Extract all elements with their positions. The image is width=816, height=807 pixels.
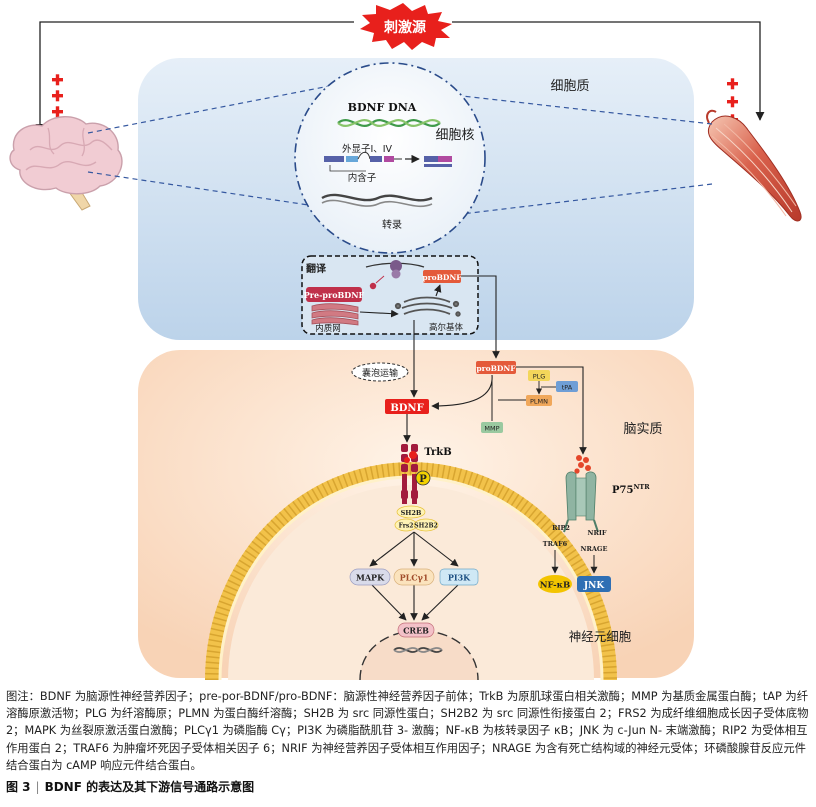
er-label: 内质网 xyxy=(315,323,341,334)
bdnf-ligand-dot xyxy=(409,451,417,459)
trkb-receptor-icon xyxy=(401,444,418,504)
intron-label: 内含子 xyxy=(348,172,377,184)
arrow-er-to-golgi xyxy=(359,309,399,318)
stimulus-burst-icon xyxy=(360,3,452,50)
trkb-label: TrkB xyxy=(424,447,451,458)
traf6-label: TRAF6 xyxy=(543,540,568,548)
creb-box xyxy=(397,622,435,638)
cytoplasm-label: 细胞质 xyxy=(550,79,589,94)
er-icon xyxy=(311,303,359,326)
golgi-icon xyxy=(394,296,461,317)
phosphate-label: P xyxy=(419,474,427,485)
neuron-dna-icon xyxy=(393,647,443,653)
mmp-label: MMP xyxy=(484,425,499,433)
plmn-label: PLMN xyxy=(530,398,548,406)
phosphate-circle xyxy=(415,470,431,486)
dna-helix-icon xyxy=(337,119,441,127)
p75-name: P75 xyxy=(612,485,633,496)
sh2b2-label: SH2B2 xyxy=(414,523,437,530)
nrage-label: NRAGE xyxy=(581,545,608,553)
figure-title-text: BDNF 的表达及其下游信号通路示意图 xyxy=(44,780,255,794)
p75-superscript: NTR xyxy=(633,483,650,491)
nrif-label: NRIF xyxy=(588,529,607,537)
mapk-box xyxy=(349,568,391,586)
bdnf-box xyxy=(385,399,429,414)
translation-label: 翻译 xyxy=(306,262,327,275)
neuron-label: 神经元细胞 xyxy=(569,629,632,644)
pre-probdnf-label: Pre-proBDNF xyxy=(304,290,365,300)
bdnf-pathway-diagram: 刺激源 细胞质 细胞核 BDNF DNA xyxy=(9,3,802,681)
title-separator: | xyxy=(35,780,40,794)
probdnf2-label: proBDNF xyxy=(476,364,516,373)
stimulus-label: 刺激源 xyxy=(384,19,426,36)
frs2-label: Frs2 xyxy=(399,523,414,530)
jnk-box xyxy=(577,576,611,592)
probdnf2-box xyxy=(476,361,516,374)
brain-parenchyma-label: 脑实质 xyxy=(623,422,662,437)
downstream-arrows xyxy=(369,531,459,621)
nucleus-label: 细胞核 xyxy=(435,128,474,143)
bdnf-label: BDNF xyxy=(390,403,423,414)
transcription-label: 转录 xyxy=(382,218,402,231)
plmn-box xyxy=(526,395,552,406)
vesicle-label: 囊泡运输 xyxy=(362,367,398,379)
probdnf-ligand-dots xyxy=(574,455,591,474)
figure-title: 图 3 | BDNF 的表达及其下游信号通路示意图 xyxy=(6,778,254,795)
mmp-box xyxy=(481,422,503,433)
ribosome-icon xyxy=(365,260,425,279)
pi3k-label: PI3K xyxy=(448,573,471,583)
vesicle-oval xyxy=(351,362,409,382)
p75-label: P75NTR xyxy=(612,483,650,496)
golgi-label: 高尔基体 xyxy=(429,322,464,333)
peptide-icon xyxy=(369,282,377,290)
arrow-probdnf-out xyxy=(461,275,500,359)
bdnf-ligand-dot-2 xyxy=(404,457,410,463)
pi3k-box xyxy=(439,568,479,586)
tpa-box xyxy=(556,381,578,392)
plcg-label: PLCγ1 xyxy=(400,573,429,583)
arrow-golgi-to-probdnf xyxy=(434,284,442,297)
creb-label: CREB xyxy=(403,626,429,636)
projection-lines xyxy=(87,81,713,215)
nfkb-node xyxy=(538,575,572,593)
brain-icon xyxy=(9,116,123,211)
rip2-label: RIP2 xyxy=(552,524,570,532)
plg-label: PLG xyxy=(533,373,546,381)
plcg-box xyxy=(393,568,435,586)
sh2b-node xyxy=(396,505,426,519)
p75-receptor-icon xyxy=(563,471,599,533)
pre-probdnf-box xyxy=(306,287,362,302)
gene-structure-icon xyxy=(324,151,452,172)
jnk-label: JNK xyxy=(583,581,605,591)
sh2b2-node xyxy=(413,518,439,532)
nfkb-label: NF-κB xyxy=(540,581,571,591)
arrow-probdnf-to-p75 xyxy=(516,366,587,455)
mrna-ribbon-icon xyxy=(321,193,433,208)
tpa-label: tPA xyxy=(562,384,573,392)
figure-number: 图 3 xyxy=(6,780,31,794)
mapk-label: MAPK xyxy=(356,573,385,583)
probdnf-box xyxy=(423,270,461,283)
plg-box xyxy=(528,370,550,381)
muscle-icon xyxy=(706,109,802,222)
stimulus-feedback-lines xyxy=(35,21,765,133)
sh2b-label: SH2B xyxy=(401,509,422,517)
peptide-link xyxy=(375,275,385,284)
neuron-nucleus xyxy=(359,629,479,681)
bdnf-dna-label: BDNF DNA xyxy=(348,101,417,114)
plus-icons-left xyxy=(52,74,63,118)
probdnf-label: proBDNF xyxy=(422,273,462,282)
exon-label: 外显子I、IV xyxy=(342,143,393,155)
figure-caption: 图注：BDNF 为脑源性神经营养因子；pre-por-BDNF/pro-BDNF… xyxy=(6,690,809,772)
